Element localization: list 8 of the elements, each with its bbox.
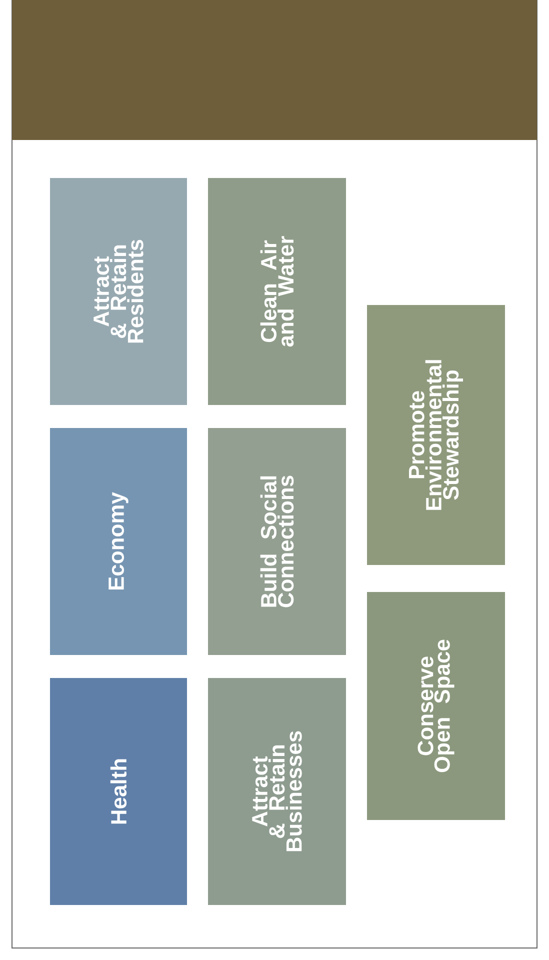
goal-box: Attract & Retain Businesses [208,678,346,905]
goal-box: Health [50,678,187,905]
goal-box: Build Social Connections [208,428,346,655]
goal-box: Economy [50,428,187,655]
goal-box: Attract & Retain Residents [50,178,187,405]
goal-box: Clean Air and Water [208,178,346,405]
goal-box: Promote Environmental Stewardship [367,305,505,565]
goal-box: Conserve Open Space [367,592,505,820]
